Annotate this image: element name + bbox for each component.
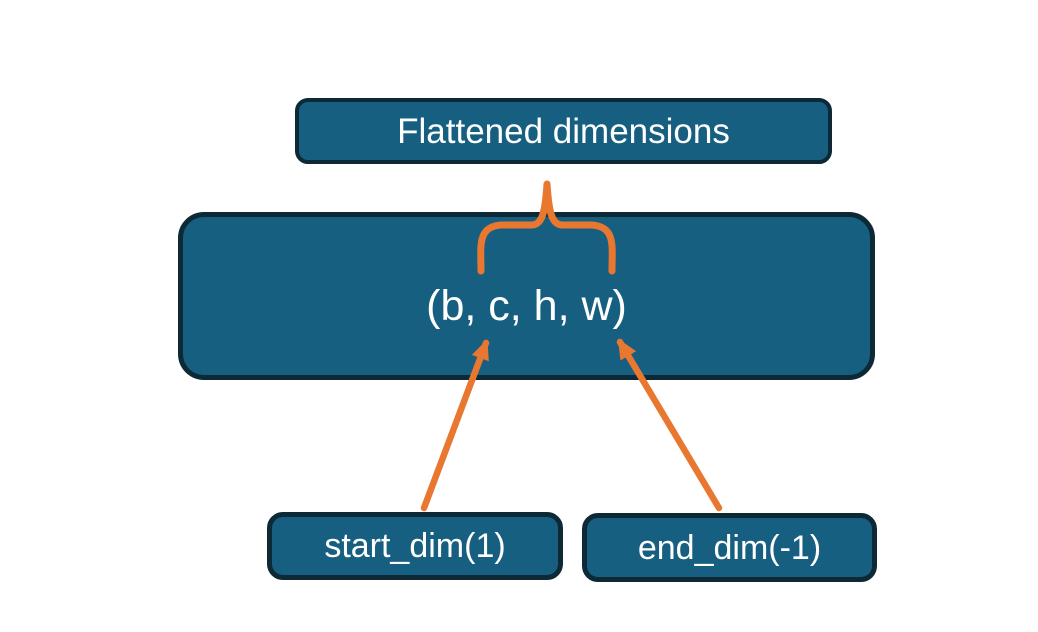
end-dim-box: end_dim(-1)	[582, 513, 877, 582]
flattened-dimensions-label: Flattened dimensions	[397, 111, 730, 151]
start-dim-label: start_dim(1)	[324, 527, 506, 565]
end-dim-label: end_dim(-1)	[637, 528, 822, 567]
tensor-shape-label: (b, c, h, w)	[426, 281, 627, 330]
start-dim-box: start_dim(1)	[267, 512, 563, 580]
flattened-dimensions-box: Flattened dimensions	[295, 98, 832, 164]
tensor-shape-box: (b, c, h, w)	[178, 212, 875, 380]
